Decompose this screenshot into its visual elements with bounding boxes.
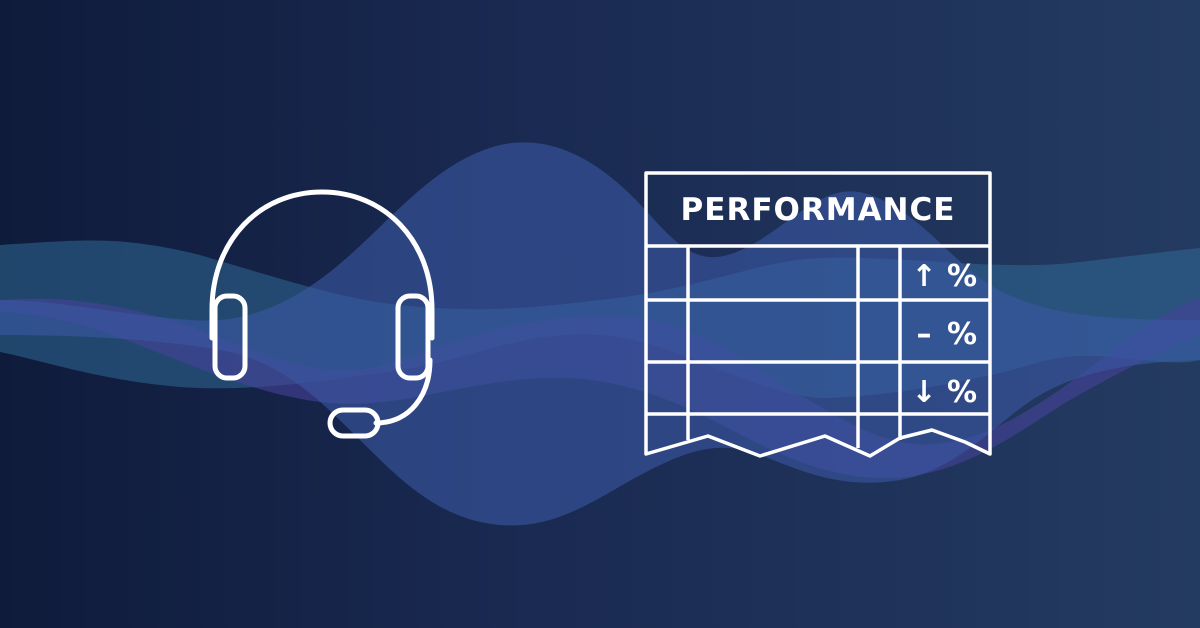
sound-waves	[0, 142, 1200, 526]
trend-up-unit: %	[947, 259, 977, 294]
trend-rows: ↑ % – % ↓ %	[911, 259, 977, 410]
trend-flat-symbol: –	[917, 317, 932, 352]
report-title: PERFORMANCE	[681, 192, 956, 228]
wave-blue-main	[0, 142, 1200, 526]
trend-down-symbol: ↓	[911, 375, 936, 410]
headset-icon	[209, 189, 435, 439]
trend-flat-unit: %	[947, 317, 977, 352]
trend-down-unit: %	[947, 375, 977, 410]
performance-report-icon	[644, 171, 992, 458]
trend-up-symbol: ↑	[911, 259, 936, 294]
